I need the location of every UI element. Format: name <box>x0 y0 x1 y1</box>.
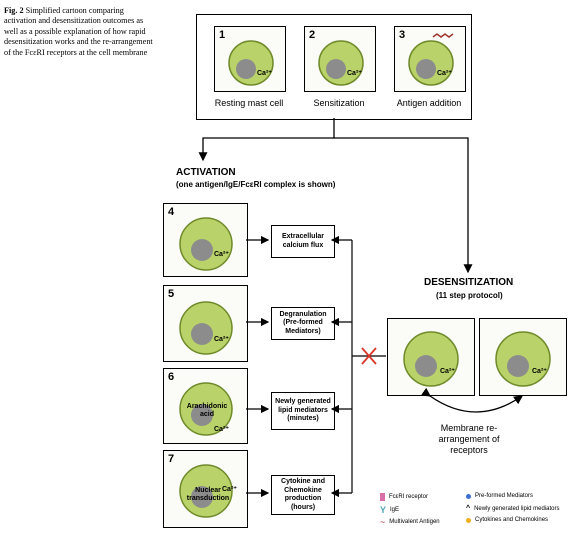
cell-ca-label: Ca²⁺ <box>532 368 547 375</box>
panel-number: 7 <box>168 453 175 465</box>
panel-desensitized-cell-1: Ca²⁺ <box>387 318 475 396</box>
panel-lipid-mediators: 6 Ca²⁺ Arachidonic acid <box>163 368 248 444</box>
arrow-to-activation <box>198 118 335 162</box>
cell-ca-label: Ca²⁺ <box>214 251 229 258</box>
legend-cytokines: Cytokines and Chemokines <box>466 517 548 523</box>
legend-lipid-label: Newly generated lipid mediators <box>474 505 560 512</box>
panel-antigen-addition: 3 Ca²⁺ <box>394 26 466 92</box>
legend-fceri: FcεRI receptor <box>380 493 428 501</box>
cell-resting: Ca²⁺ <box>228 40 274 86</box>
panel-sensitization: 2 Ca²⁺ <box>304 26 376 92</box>
panel-degranulation: 5 Ca²⁺ <box>163 285 248 362</box>
legend-antigen: ~ Multivalent Antigen <box>380 517 440 527</box>
figure-caption: Fig. 2 Simplified cartoon comparing acti… <box>4 6 154 58</box>
panel-label-resting: Resting mast cell <box>214 98 284 108</box>
legend-preformed: Pre-formed Mediators <box>466 493 533 499</box>
antigen-chain <box>432 33 454 38</box>
cell-desensitized-2: Ca²⁺ <box>495 331 551 387</box>
box-calcium-flux: Extracellular calcium flux <box>271 225 335 258</box>
legend-ige-label: IgE <box>390 507 400 513</box>
fceri-receptor-icon <box>380 493 385 501</box>
activation-title: ACTIVATION <box>176 167 236 178</box>
panel-label-sensitization: Sensitization <box>313 98 365 108</box>
ige-icon: Y <box>380 505 387 515</box>
legend-lipid: ^ Newly generated lipid mediators <box>466 505 559 512</box>
panel-cytokine-production: 7 Ca²⁺ Nuclear transduction <box>163 450 248 528</box>
antigen-icon: ~ <box>380 517 386 527</box>
cell-ca-label: Ca²⁺ <box>214 426 229 433</box>
cell-calcium-flux: Ca²⁺ <box>179 217 233 271</box>
legend-antigen-label: Multivalent Antigen <box>389 519 440 525</box>
legend-preformed-label: Pre-formed Mediators <box>475 493 534 499</box>
desensitization-subtitle: (11 step protocol) <box>436 291 503 300</box>
cytokine-icon <box>466 517 471 523</box>
panel-number: 5 <box>168 288 175 300</box>
legend-fceri-label: FcεRI receptor <box>389 494 429 500</box>
panel-resting: 1 Ca²⁺ <box>214 26 286 92</box>
cell-ca-label: Ca²⁺ <box>437 70 452 77</box>
cell-desensitized-1: Ca²⁺ <box>403 331 459 387</box>
nuclear-transduction-label: Nuclear transduction <box>186 487 230 502</box>
legend-cytokines-label: Cytokines and Chemokines <box>475 517 549 523</box>
panel-number: 1 <box>219 29 226 41</box>
box-cytokine-production: Cytokine and Chemokine production (hours… <box>271 475 335 515</box>
panel-number: 4 <box>168 206 175 218</box>
cell-ca-label: Ca²⁺ <box>347 70 362 77</box>
lipid-mediator-icon: ^ <box>466 505 471 512</box>
panel-number: 6 <box>168 371 175 383</box>
box-degranulation: Degranulation (Pre-formed Mediators) <box>271 307 335 340</box>
arachidonic-acid-label: Arachidonic acid <box>186 403 228 418</box>
cell-ca-label: Ca²⁺ <box>222 486 237 493</box>
block-x-icon <box>361 347 377 365</box>
figure-label: Fig. 2 <box>4 6 24 15</box>
membrane-rearrangement-caption: Membrane re-arrangement of receptors <box>438 423 500 455</box>
arrow-to-desensitization <box>334 137 473 274</box>
activation-subtitle: (one antigen/IgE/FcεRI complex is shown) <box>176 180 336 189</box>
cell-ca-label: Ca²⁺ <box>214 336 229 343</box>
preformed-mediator-icon <box>466 493 471 499</box>
panel-desensitized-cell-2: Ca²⁺ <box>479 318 567 396</box>
cell-antigen-addition: Ca²⁺ <box>408 33 454 86</box>
figure-caption-text: Simplified cartoon comparing activation … <box>4 6 153 57</box>
cell-sensitization: Ca²⁺ <box>318 40 364 86</box>
panel-number: 3 <box>399 29 406 41</box>
legend-ige: Y IgE <box>380 505 399 515</box>
cell-lipid-mediators: Ca²⁺ <box>179 382 233 436</box>
cell-degranulation: Ca²⁺ <box>179 301 233 355</box>
panel-calcium-flux: 4 Ca²⁺ <box>163 203 248 277</box>
panel-label-antigen-addition: Antigen addition <box>396 98 462 108</box>
cell-ca-label: Ca²⁺ <box>440 368 455 375</box>
cell-ca-label: Ca²⁺ <box>257 70 272 77</box>
rearrangement-curve-arrow <box>420 387 524 413</box>
desensitization-title: DESENSITIZATION <box>424 277 514 288</box>
cell-cytokine-production: Ca²⁺ <box>179 464 237 518</box>
panel-number: 2 <box>309 29 316 41</box>
